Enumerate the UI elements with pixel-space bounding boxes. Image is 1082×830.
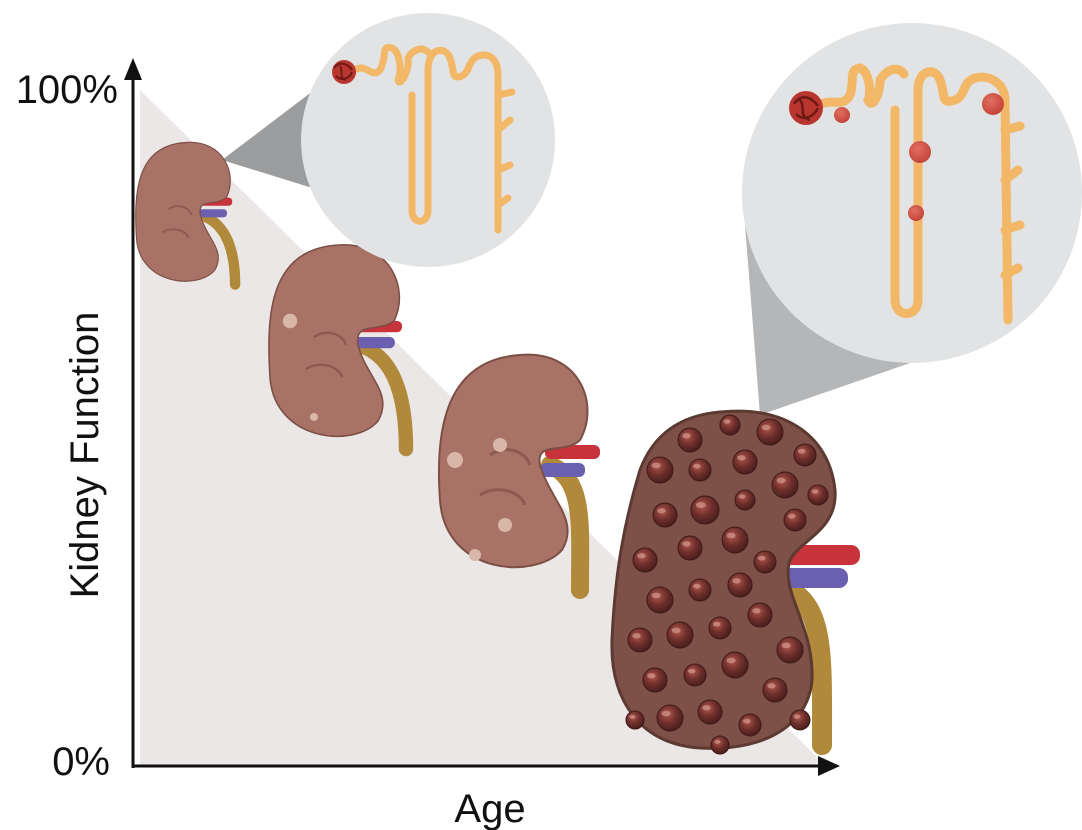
cyst-highlight xyxy=(713,622,721,627)
cyst-highlight xyxy=(632,633,640,638)
y-axis xyxy=(124,58,142,768)
kidney-cyst xyxy=(777,637,803,663)
kidney-cyst xyxy=(754,551,776,573)
cyst-highlight xyxy=(794,714,801,718)
cyst-highlight xyxy=(637,553,645,558)
small-cyst xyxy=(493,438,507,452)
y-tick-bottom: 0% xyxy=(52,740,110,784)
kidney-cyst xyxy=(720,415,740,435)
cyst-highlight xyxy=(752,608,760,613)
kidney-cyst xyxy=(684,664,706,686)
cyst-highlight xyxy=(702,705,710,710)
cyst-highlight xyxy=(652,593,661,599)
tubule-cyst xyxy=(834,107,850,123)
y-tick-top: 100% xyxy=(16,68,118,112)
kidney-cyst xyxy=(722,652,748,678)
glomerulus xyxy=(789,91,823,125)
cyst-highlight xyxy=(662,711,671,717)
cyst-highlight xyxy=(696,502,706,508)
cyst-highlight xyxy=(727,658,736,664)
kidney-cyst xyxy=(689,459,711,481)
small-cyst xyxy=(498,518,512,532)
kidney-cyst xyxy=(667,622,693,648)
kidney-cyst xyxy=(757,419,783,445)
kidney-cyst xyxy=(709,617,731,639)
cyst-highlight xyxy=(724,419,731,423)
cyst-highlight xyxy=(758,556,766,561)
small-cyst xyxy=(310,413,318,421)
kidney-cyst xyxy=(628,628,652,652)
tubule-cyst xyxy=(982,93,1004,115)
cyst-highlight xyxy=(629,715,635,719)
kidney-cyst xyxy=(748,603,772,627)
kidney-cyst xyxy=(691,496,719,524)
kidney-cyst xyxy=(790,710,810,730)
cyst-highlight xyxy=(777,478,786,484)
x-axis-arrow-icon xyxy=(818,756,840,776)
kidney-cyst xyxy=(728,573,752,597)
cyst-highlight xyxy=(714,740,720,744)
kidney-cyst xyxy=(735,490,755,510)
kidney-cyst xyxy=(733,450,757,474)
cyst-highlight xyxy=(767,683,775,688)
kidney-cyst xyxy=(794,444,816,466)
kidney-cyst xyxy=(763,678,787,702)
small-cyst xyxy=(469,549,481,561)
kidney-cyst xyxy=(698,700,722,724)
y-axis-arrow-icon xyxy=(124,58,142,80)
cyst-highlight xyxy=(647,673,655,678)
magnifier-healthy-nephron xyxy=(301,13,555,267)
kidney-cyst xyxy=(784,509,806,531)
glomerulus xyxy=(332,60,356,84)
magnifier-cystic-nephron xyxy=(742,23,1082,363)
kidney-stage-4-polycystic xyxy=(612,411,860,754)
cyst-highlight xyxy=(732,578,740,583)
cyst-highlight xyxy=(693,464,701,469)
kidney-cyst xyxy=(722,527,748,553)
cyst-highlight xyxy=(652,463,661,469)
tubule-cyst xyxy=(908,205,924,221)
cyst-highlight xyxy=(762,425,771,431)
cyst-highlight xyxy=(743,719,751,724)
cyst-highlight xyxy=(737,455,745,460)
x-axis-label: Age xyxy=(454,787,525,830)
small-cyst xyxy=(447,452,463,468)
kidney-cyst xyxy=(689,579,711,601)
kidney-cyst xyxy=(739,714,761,736)
kidney-cyst xyxy=(711,736,729,754)
cyst-highlight xyxy=(788,514,796,519)
kidney-cyst xyxy=(808,485,828,505)
y-axis-label: Kidney Function xyxy=(63,312,107,599)
kidney-cyst xyxy=(643,668,667,692)
kidney-cyst xyxy=(772,472,798,498)
cyst-highlight xyxy=(782,643,791,649)
kidney-cyst xyxy=(633,548,657,572)
cyst-highlight xyxy=(798,449,806,454)
kidney-cyst xyxy=(678,428,702,452)
cyst-highlight xyxy=(727,533,736,539)
kidney-cyst xyxy=(647,457,673,483)
kidney-cyst xyxy=(657,705,683,731)
kidney-cyst xyxy=(626,711,644,729)
cyst-highlight xyxy=(693,584,701,589)
cyst-highlight xyxy=(739,494,746,498)
cyst-highlight xyxy=(682,433,690,438)
small-cyst xyxy=(283,314,297,328)
cyst-highlight xyxy=(657,508,665,513)
cyst-highlight xyxy=(682,541,690,546)
cyst-highlight xyxy=(672,628,681,634)
kidney-cyst xyxy=(647,587,673,613)
kidney-cyst xyxy=(653,503,677,527)
cyst-highlight xyxy=(688,669,696,674)
tubule-cyst xyxy=(909,141,931,163)
cyst-highlight xyxy=(812,489,819,493)
kidney-cyst xyxy=(678,536,702,560)
